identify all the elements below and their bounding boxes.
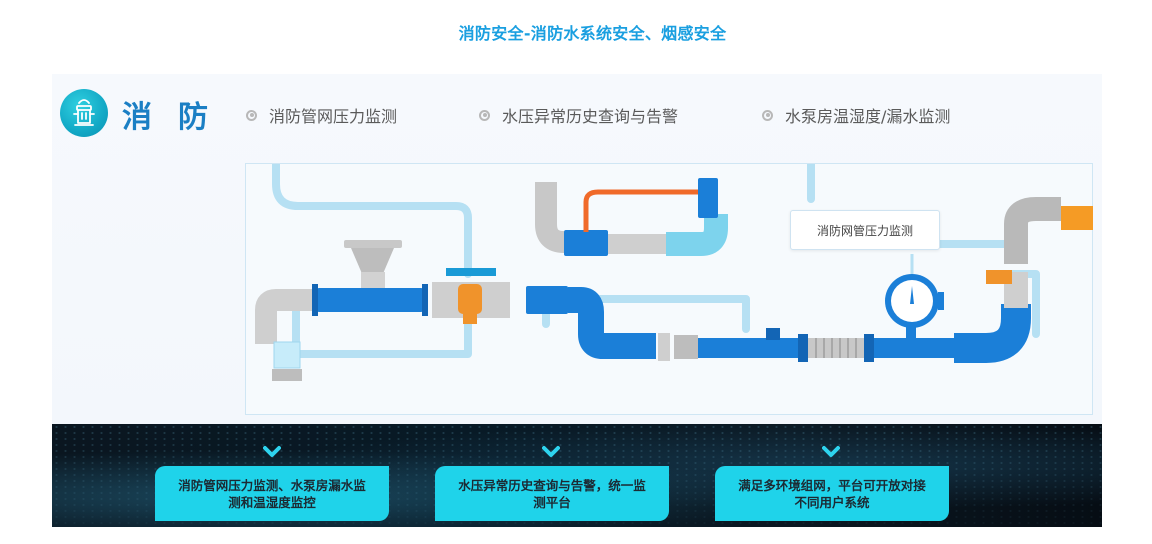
feature-card-network: 满足多环境组网，平台可开放对接不同用户系统 [715, 466, 949, 521]
page-title: 消防安全-消防水系统安全、烟感安全 [458, 24, 727, 43]
bullet-icon [762, 109, 773, 121]
brand-title: 消防 [122, 100, 234, 135]
chevron-down-icon [263, 444, 281, 458]
pipe-diagram [245, 163, 1093, 415]
feature-pressure: 消防管网压力监测 [246, 103, 397, 127]
feature-history: 水压异常历史查询与告警 [479, 103, 678, 127]
pressure-callout: 消防网管压力监测 [790, 210, 940, 250]
feature-label: 水泵房温湿度/漏水监测 [785, 107, 951, 126]
feature-label: 水压异常历史查询与告警 [502, 107, 679, 126]
fire-hydrant-icon [60, 89, 108, 137]
chevron-down-icon [822, 444, 840, 458]
chevron-down-icon [542, 444, 560, 458]
feature-card-monitoring: 消防管网压力监测、水泵房漏水监测和温湿度监控 [155, 466, 389, 521]
bullet-icon [479, 109, 490, 121]
pipe-diagram-graphic [255, 164, 1093, 381]
bullet-icon [246, 109, 257, 121]
feature-pump-room: 水泵房温湿度/漏水监测 [762, 103, 950, 127]
feature-card-alarm: 水压异常历史查询与告警，统一监测平台 [435, 466, 669, 521]
feature-label: 消防管网压力监测 [269, 107, 398, 126]
